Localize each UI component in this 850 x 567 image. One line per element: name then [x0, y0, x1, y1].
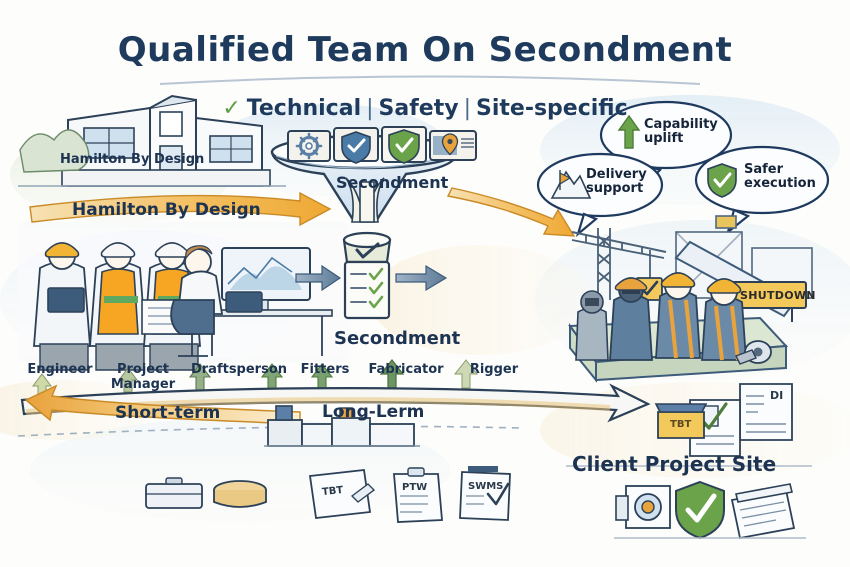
site-di-label: DI	[770, 389, 784, 402]
funnel-output-papers	[345, 177, 385, 223]
funnel-card-map	[429, 130, 477, 161]
construction-site-illustration	[568, 215, 813, 383]
bubble-delivery-support	[536, 152, 664, 238]
shutdown-sign-text: SHUTDOWN	[740, 289, 816, 302]
page-title: Qualified Team On Secondment	[117, 30, 733, 70]
long-term-label: Long-Lerm	[322, 402, 425, 422]
site-equipment-illustration	[145, 405, 420, 509]
ground-lines	[566, 465, 812, 539]
footer-icon-shield	[675, 480, 725, 540]
shield-check-blue-icon	[341, 131, 371, 164]
site-tbt-label: TBT	[670, 419, 692, 430]
funnel-to-site-arrow	[446, 187, 576, 237]
page-subtitle: ✓Technical|Safety|Site-specific	[0, 96, 850, 121]
subtitle-sep-2: |	[463, 96, 471, 121]
subtitle-technical: Technical	[246, 96, 362, 121]
bubble-safer-execution-text: Safer execution	[744, 162, 816, 191]
role-uplift-arrows	[32, 359, 479, 399]
client-project-site-label: Client Project Site	[572, 452, 777, 476]
role-label-fabricator: Fabricator	[368, 362, 444, 377]
check-icon: ✓	[222, 96, 241, 121]
role-label-draftsperson: Draftsperson	[190, 362, 288, 377]
role-label-engineer: Engineer	[27, 362, 93, 377]
doc-swms-label: SWMS	[468, 481, 504, 492]
short-term-arrow	[24, 384, 301, 425]
short-term-label: Short-term	[115, 403, 221, 423]
role-label-fitters: Fitters	[300, 362, 350, 377]
subtitle-safety: Safety	[378, 96, 459, 121]
secondment-checklist	[342, 231, 392, 320]
flow-arrow-right	[395, 264, 448, 292]
building-label: Hamilton By Design	[60, 152, 205, 167]
gear-icon	[295, 132, 323, 160]
doc-ptw-label: PTW	[402, 482, 428, 493]
hamilton-arrow-label: Hamilton By Design	[72, 200, 261, 220]
flow-arrow-left	[295, 264, 342, 292]
map-pin-card-icon	[433, 133, 474, 156]
subtitle-site-specific: Site-specific	[476, 96, 628, 121]
site-doc-di	[739, 383, 793, 441]
funnel-card-blue-shield	[333, 127, 379, 164]
shield-check-green-icon	[388, 129, 420, 164]
funnel-card-gear	[287, 130, 331, 162]
bubble-delivery-support-text: Delivery support	[586, 167, 647, 196]
bubble-capability-uplift-text: Capability uplift	[644, 117, 718, 146]
funnel-label: Secondment	[336, 173, 449, 192]
title-underline	[159, 75, 701, 85]
doc-ptw	[393, 467, 443, 523]
bubble-safer-execution	[694, 145, 830, 235]
footer-icon-papers	[730, 483, 796, 540]
doc-tbt-label: TBT	[321, 484, 344, 499]
subtitle-sep-1: |	[366, 96, 374, 121]
doc-tbt	[308, 469, 376, 519]
hamilton-arrow	[29, 191, 332, 227]
role-label-rigger: Rigger	[469, 362, 519, 377]
checklist-label: Secondment	[334, 328, 461, 349]
office-team-illustration	[18, 228, 350, 371]
site-tbt-box	[654, 403, 708, 439]
doc-swms	[459, 466, 511, 521]
role-label-project-manager: Project Manager	[110, 362, 176, 392]
office-building-illustration	[18, 94, 286, 187]
footer-icon-camera	[615, 485, 671, 529]
funnel-card-green-shield	[381, 126, 427, 164]
